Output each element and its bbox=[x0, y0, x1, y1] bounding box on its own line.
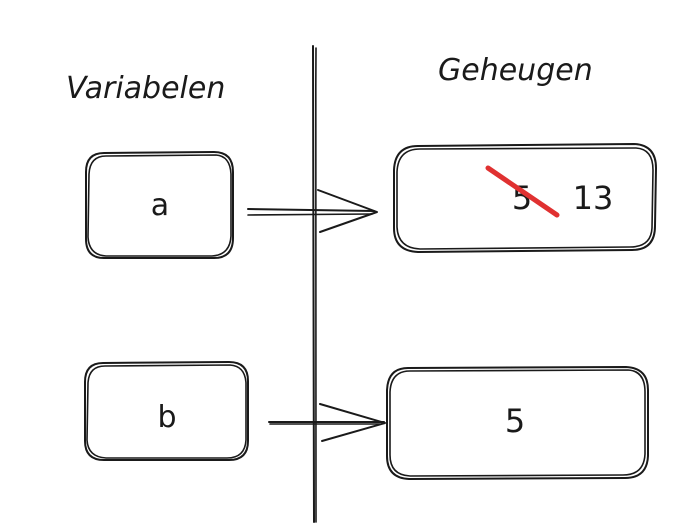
variable-box-a: a bbox=[85, 151, 234, 259]
memory-box-2: 5 bbox=[386, 366, 649, 480]
memory-value-1: 13 bbox=[573, 179, 614, 217]
memory-box-1: 5 13 bbox=[393, 143, 657, 253]
memory-value-2: 5 bbox=[505, 402, 525, 440]
variable-box-b: b bbox=[84, 361, 249, 461]
variables-heading: Variabelen bbox=[66, 71, 225, 106]
column-divider bbox=[312, 45, 318, 523]
arrow-a-to-memory bbox=[247, 189, 378, 233]
memory-heading: Geheugen bbox=[438, 53, 593, 88]
strikethrough-mark bbox=[485, 165, 560, 218]
variable-name-a: a bbox=[151, 188, 169, 223]
variable-name-b: b bbox=[157, 400, 176, 435]
arrow-b-to-memory bbox=[268, 403, 386, 442]
